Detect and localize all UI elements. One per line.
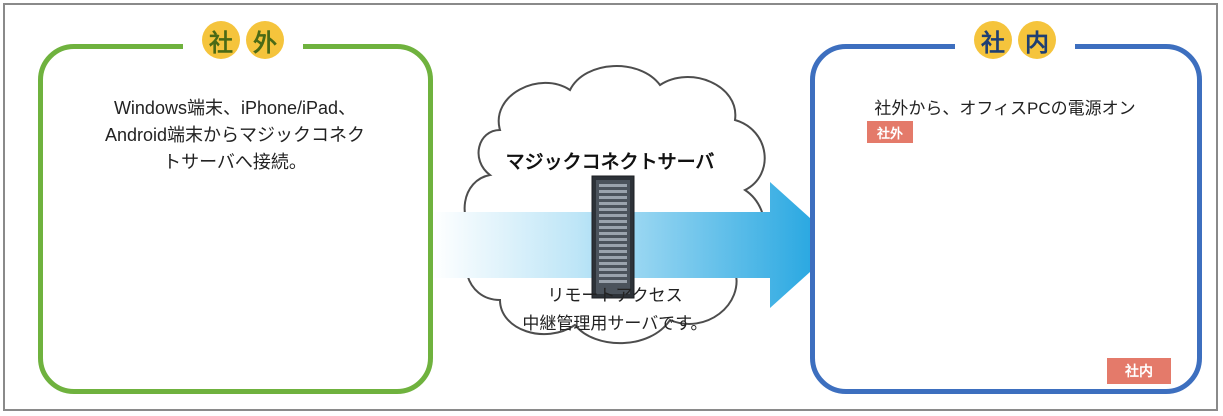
desk-inside-tag: 社内 [1107, 358, 1171, 384]
outside-badge-char-2: 外 [246, 21, 284, 59]
server-description: リモートアクセス 中継管理用サーバです。 [490, 282, 740, 338]
inside-badge-char-1: 社 [974, 21, 1012, 59]
outside-badge-char-1: 社 [202, 21, 240, 59]
outside-description-line-2: Android端末からマジックコネク [104, 125, 366, 145]
inside-badge-char-2: 内 [1018, 21, 1056, 59]
outside-badge: 社 外 [183, 18, 303, 62]
photo-outside-tag: 社外 [867, 121, 913, 143]
outside-description: Windows端末、iPhone/iPad、 Android端末からマジックコネ… [55, 95, 415, 176]
server-rack-icon [591, 175, 635, 299]
connection-arrow [432, 182, 840, 308]
outside-description-line-3: トサーバへ接続。 [163, 152, 307, 172]
inside-description: 社外から、オフィスPCの電源オン [874, 99, 1136, 118]
inside-panel [810, 44, 1202, 394]
inside-badge: 社 内 [955, 18, 1075, 62]
server-description-line-1: リモートアクセス [547, 286, 683, 305]
server-description-line-2: 中継管理用サーバです。 [522, 314, 708, 333]
outside-description-line-1: Windows端末、iPhone/iPad、 [113, 98, 357, 118]
server-title: マジックコネクトサーバ [505, 152, 715, 173]
